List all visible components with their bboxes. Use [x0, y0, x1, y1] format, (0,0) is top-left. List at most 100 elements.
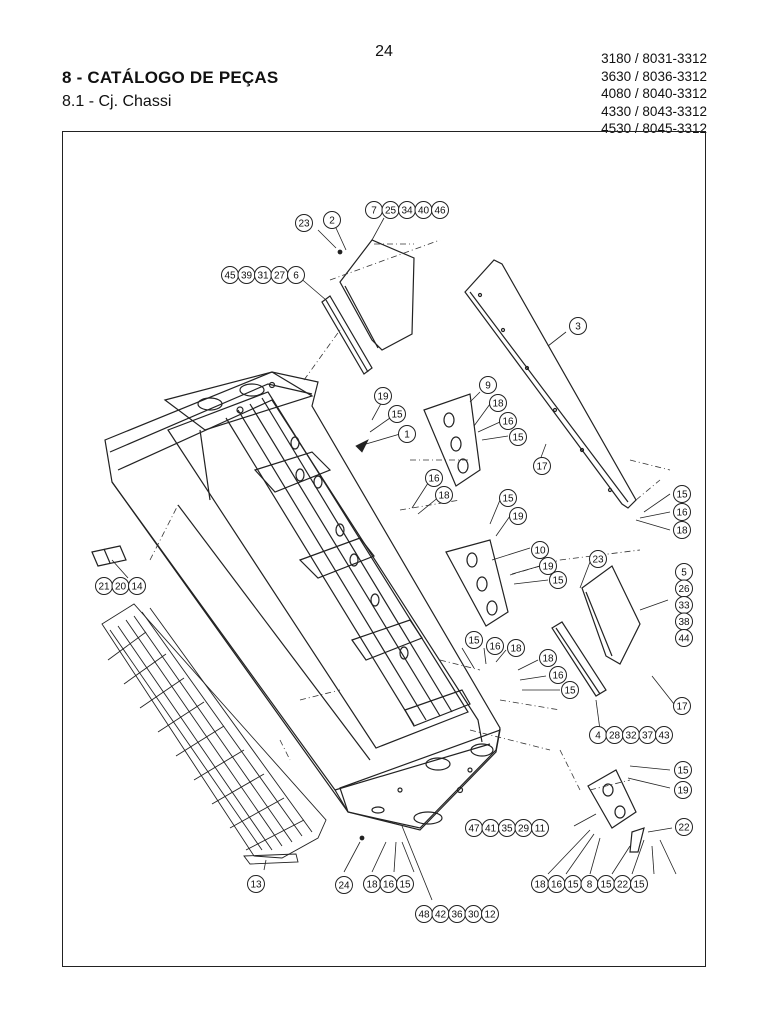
callout-number: 47: [468, 824, 480, 835]
callout-number: 18: [676, 526, 688, 537]
callout-bubble: [335, 876, 353, 894]
callout-number: 46: [434, 206, 446, 217]
callout-number: 3: [575, 322, 581, 333]
callout-bubble: [431, 201, 449, 219]
callout-number: 8: [587, 880, 593, 891]
callout-number: 38: [678, 617, 690, 628]
callout-bubble: [509, 507, 527, 525]
callout-number: 45: [224, 271, 236, 282]
callout-number: 4: [595, 731, 601, 742]
page-number: 24: [375, 43, 393, 60]
callout-c-16a: 16: [499, 412, 517, 430]
callout-bubble: [675, 629, 693, 647]
callout-number: 18: [542, 654, 554, 665]
callout-c-19c: 19: [539, 557, 557, 575]
callout-number: 32: [625, 731, 637, 742]
diagram-frame: [62, 131, 706, 967]
callout-bubble: [531, 819, 549, 837]
model-code: 4080 / 8040-3312: [601, 86, 707, 101]
model-code: 4330 / 8043-3312: [601, 103, 707, 119]
callout-number: 30: [468, 910, 480, 921]
callout-c-15f: 15: [465, 631, 483, 649]
callout-number: 14: [131, 582, 143, 593]
callout-number: 15: [676, 490, 688, 501]
callout-number: 18: [534, 880, 546, 891]
callout-c-16b: 16: [425, 469, 443, 487]
callout-bubble: [630, 875, 648, 893]
callout-number: 15: [502, 494, 514, 505]
callout-bubble: [531, 541, 549, 559]
callout-number: 18: [510, 644, 522, 655]
chassis-drawing: [91, 371, 501, 831]
callout-number: 25: [385, 206, 397, 217]
callout-c-15e: 15: [549, 571, 567, 589]
callout-c-9: 9: [479, 376, 497, 394]
callout-c-15c: 15: [499, 489, 517, 507]
callout-number: 11: [535, 824, 546, 835]
callout-c-15b: 15: [509, 428, 527, 446]
callout-bubble: [549, 571, 567, 589]
callout-number: 9: [485, 381, 491, 392]
callout-bubble: [509, 428, 527, 446]
callout-number: 15: [564, 686, 576, 697]
callout-number: 18: [366, 880, 378, 891]
callout-number: 15: [399, 880, 411, 891]
callout-bubble: [295, 214, 313, 232]
callout-number: 42: [435, 910, 447, 921]
callout-c-19b: 19: [509, 507, 527, 525]
chassis-back-panel: [167, 391, 469, 749]
callout-number: 1: [404, 430, 410, 441]
callout-bubble: [287, 266, 305, 284]
callout-number: 15: [391, 410, 403, 421]
callout-number: 40: [418, 206, 430, 217]
callout-c-15a: 15: [388, 405, 406, 423]
callout-number: 19: [677, 786, 689, 797]
callout-number: 13: [250, 880, 262, 891]
callout-number: 7: [371, 206, 377, 217]
callout-number: 33: [678, 601, 690, 612]
panel-5: [581, 565, 641, 665]
callout-bubble: [425, 469, 443, 487]
bracket-10: [445, 539, 509, 627]
callout-number: 15: [567, 880, 579, 891]
callout-number: 5: [681, 568, 687, 579]
callout-c-23a: 23: [295, 214, 313, 232]
callout-c-15h: 15: [674, 761, 692, 779]
callout-c-17b: 17: [673, 697, 691, 715]
callout-number: 6: [293, 271, 299, 282]
callout-c-10: 10: [531, 541, 549, 559]
callout-number: 18: [438, 491, 450, 502]
callout-number: 15: [512, 433, 524, 444]
callout-number: 31: [257, 271, 269, 282]
callout-number: 28: [609, 731, 621, 742]
assembly-guide-lines: [149, 239, 671, 791]
callout-c-15g: 15: [561, 681, 579, 699]
callout-number: 15: [600, 880, 612, 891]
callout-number: 48: [418, 910, 430, 921]
callout-c-13: 13: [247, 875, 265, 893]
callout-bubble: [396, 875, 414, 893]
callout-bubble: [569, 317, 587, 335]
callout-number: 16: [428, 474, 440, 485]
callout-c-1: 1: [398, 425, 416, 443]
callout-number: 18: [492, 399, 504, 410]
callout-bubble: [128, 577, 146, 595]
fan-grill-13: [101, 603, 327, 865]
callout-number: 16: [489, 642, 501, 653]
callout-bubble: [374, 387, 392, 405]
deflector-plate: [339, 239, 415, 351]
callout-number: 20: [115, 582, 127, 593]
callout-number: 15: [633, 880, 645, 891]
callout-number: 16: [551, 880, 563, 891]
callout-bubble: [479, 376, 497, 394]
callout-number: 2: [329, 216, 335, 227]
callout-c-18d: 18: [507, 639, 525, 657]
callout-c-24: 24: [335, 876, 353, 894]
callout-number: 23: [592, 555, 604, 566]
